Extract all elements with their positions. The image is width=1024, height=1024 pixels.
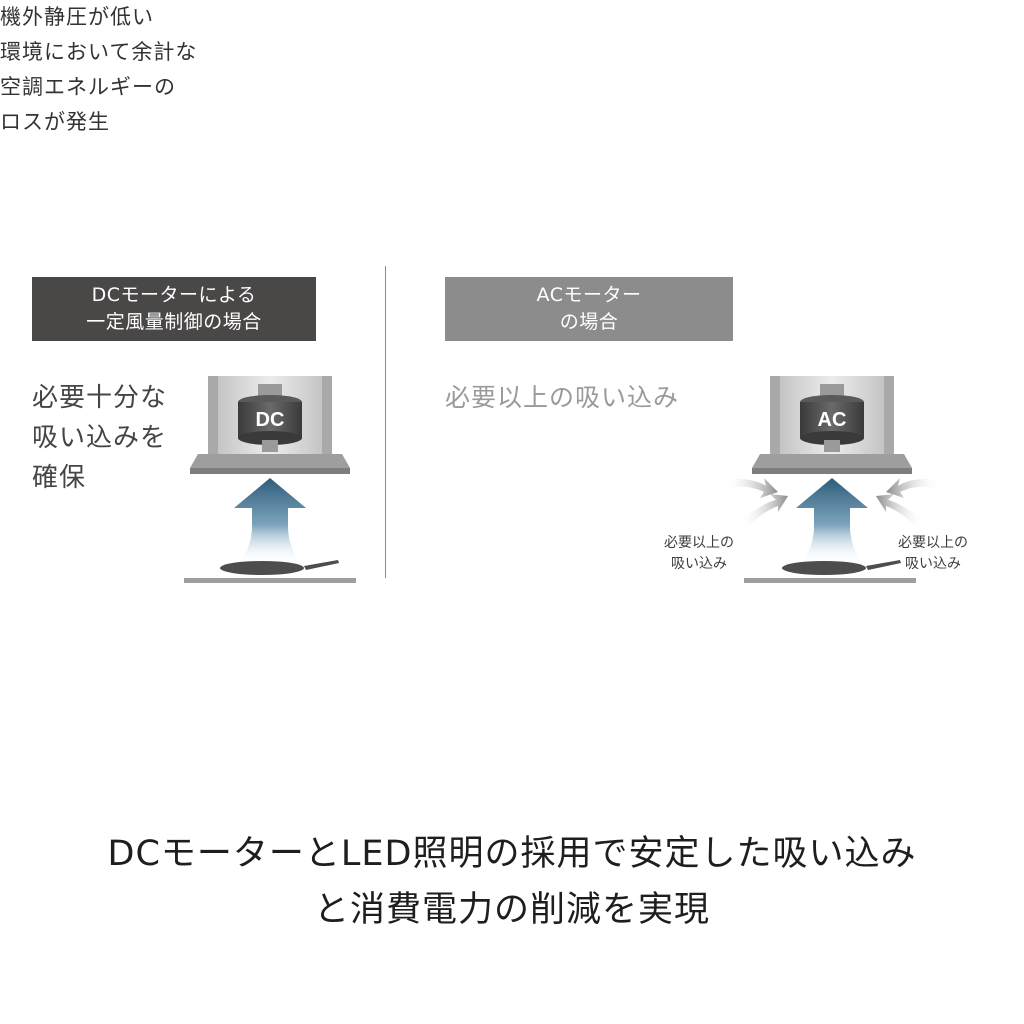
side-label-left-line-2: 吸い込み: [671, 556, 727, 572]
ac-description-line-3: 空調エネルギーの: [0, 75, 176, 99]
ac-heading: 必要以上の吸い込み: [445, 383, 680, 412]
footer-caption: DCモーターとLED照明の採用で安定した吸い込み と消費電力の削減を実現: [0, 826, 1024, 938]
upward-airflow-arrow-icon: [234, 478, 306, 564]
dc-description-line-2: 吸い込みを: [32, 423, 168, 453]
dc-panel-header: DCモーターによる 一定風量制御の場合: [32, 277, 316, 341]
dc-description-line-3: 確保: [32, 463, 87, 493]
side-label-right-line-2: 吸い込み: [905, 556, 961, 572]
side-suction-arrow-icon: [724, 478, 940, 528]
ac-description: 機外静圧が低い 環境において余計な 空調エネルギーの ロスが発生: [0, 0, 1024, 140]
side-label-right-line-1: 必要以上の: [898, 535, 968, 551]
footer-line-1: DCモーターとLED照明の採用で安定した吸い込み: [107, 834, 917, 874]
ac-panel-header: ACモーター の場合: [445, 277, 733, 341]
ac-description-line-1: 機外静圧が低い: [0, 5, 154, 29]
side-label-left-line-1: 必要以上の: [664, 535, 734, 551]
panel-divider: [385, 266, 386, 578]
motor-icon: AC: [800, 384, 864, 452]
dc-header-line-1: DCモーターによる: [91, 284, 257, 306]
motor-icon: DC: [238, 384, 302, 452]
dc-description: 必要十分な 吸い込みを 確保: [32, 378, 167, 498]
side-suction-label-left: 必要以上の 吸い込み: [664, 533, 734, 575]
footer-line-2: と消費電力の削減を実現: [313, 890, 710, 930]
ac-motor-label: AC: [818, 409, 847, 431]
ac-header-line-1: ACモーター: [536, 284, 642, 306]
dc-description-line-1: 必要十分な: [32, 383, 168, 413]
frying-pan-icon: [184, 560, 356, 583]
dc-header-line-2: 一定風量制御の場合: [86, 311, 262, 333]
ac-header-line-2: の場合: [559, 311, 619, 333]
side-suction-label-right: 必要以上の 吸い込み: [898, 533, 968, 575]
dc-range-hood-illustration: DC: [184, 376, 356, 583]
ac-range-hood-illustration: AC: [724, 376, 940, 583]
upward-airflow-arrow-icon: [796, 478, 868, 564]
dc-motor-label: DC: [256, 409, 285, 431]
ac-description-line-4: ロスが発生: [0, 110, 110, 134]
ac-description-line-2: 環境において余計な: [0, 40, 198, 64]
frying-pan-icon: [744, 560, 916, 583]
